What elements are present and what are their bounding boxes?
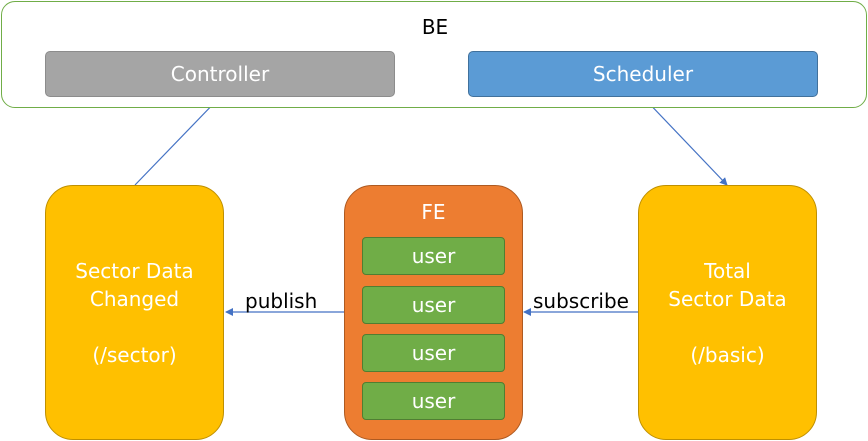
scheduler-label: Scheduler [592,62,694,86]
fe-user-3: user [362,334,505,372]
scheduler-node: Scheduler [468,51,818,97]
fe-title: FE [421,200,446,224]
publish-edge-label: publish [245,289,318,313]
sector-changed-line-2: Changed [89,286,180,311]
be-title: BE [421,15,449,39]
fe-node: FE user user user user [344,185,523,440]
sector-changed-line-1: Sector Data [75,258,194,283]
total-sector-line-2: Sector Data [668,286,787,311]
fe-user-4: user [362,382,505,420]
fe-user-2: user [362,286,505,324]
sector-changed-to-controller-arrow [134,96,221,186]
controller-label: Controller [170,62,270,86]
fe-user-1: user [362,237,505,275]
subscribe-edge-label: subscribe [533,289,629,313]
total-sector-line-1: Total [704,258,751,283]
controller-node: Controller [45,51,395,97]
scheduler-to-total-sector-arrow [642,96,728,186]
sector-data-changed-node: Sector Data Changed (/sector) [45,185,224,440]
sector-changed-line-3: (/sector) [92,342,177,367]
total-sector-data-node: Total Sector Data (/basic) [638,185,817,440]
total-sector-line-3: (/basic) [690,342,765,367]
